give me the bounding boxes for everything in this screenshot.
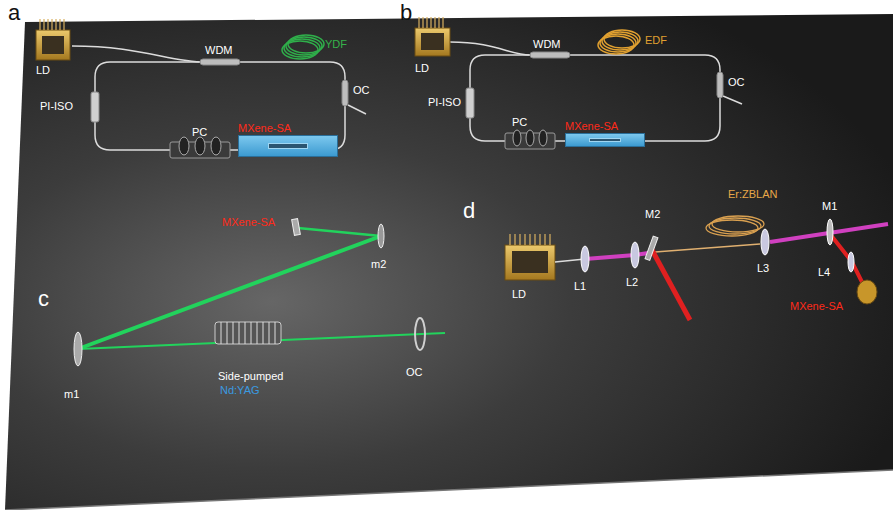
sa-film [589, 138, 620, 142]
fiber-laser-a [36, 19, 366, 158]
sa-holder [565, 133, 645, 147]
component-label: PC [512, 116, 527, 129]
component-label: Side-pumped [218, 370, 283, 383]
component-label: PI-ISO [40, 100, 73, 113]
component-label: PI-ISO [428, 96, 461, 109]
saturable-absorber: MXene-SA [565, 119, 645, 147]
component-label: EDF [645, 34, 667, 47]
solid-state-laser-c [74, 219, 445, 366]
panel-letter: a [8, 0, 20, 26]
component-label: LD [415, 62, 429, 75]
component-label: MXene-SA [565, 119, 645, 133]
fiber-laser-b [415, 17, 742, 149]
panel-letter: b [400, 0, 412, 26]
component-label: M2 [645, 208, 660, 221]
sa-holder [238, 135, 338, 157]
component-label: m1 [64, 388, 79, 401]
panel-letter: c [38, 286, 49, 312]
component-label: OC [406, 366, 423, 379]
component-label: WDM [205, 44, 233, 57]
component-label: L2 [626, 276, 638, 289]
component-label: L3 [757, 262, 769, 275]
component-label: L1 [574, 280, 586, 293]
panel-letter: d [463, 198, 475, 224]
component-label: MXene-SA [222, 216, 275, 229]
component-label: LD [36, 64, 50, 77]
component-label: YDF [325, 38, 347, 51]
component-label: PC [192, 126, 207, 139]
component-label: M1 [822, 200, 837, 213]
sa-film [268, 143, 307, 149]
component-label: LD [512, 288, 526, 301]
component-label: L4 [818, 266, 830, 279]
component-label: OC [353, 84, 370, 97]
mid-ir-laser-d [505, 216, 888, 320]
component-label: MXene-SA [790, 300, 843, 313]
component-label: MXene-SA [238, 121, 338, 135]
component-label: Er:ZBLAN [728, 188, 778, 201]
table-edge [5, 470, 893, 510]
saturable-absorber: MXene-SA [238, 121, 338, 157]
component-label: Nd:YAG [220, 384, 260, 397]
component-label: WDM [533, 38, 561, 51]
component-label: OC [728, 76, 745, 89]
optical-table [5, 14, 893, 510]
component-label: m2 [371, 258, 386, 271]
